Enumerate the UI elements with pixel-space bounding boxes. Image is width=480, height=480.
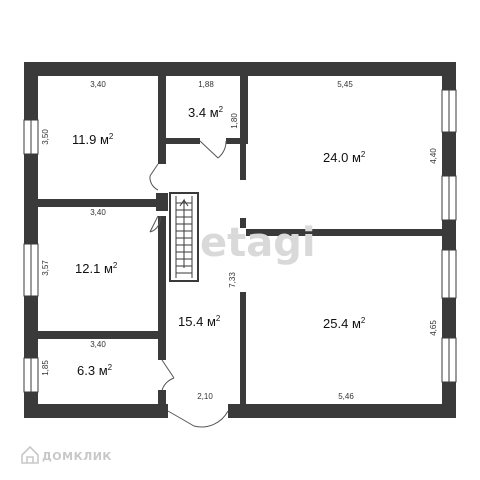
dim-ml-height: 3,57 <box>41 260 50 276</box>
door-bedroom-tl <box>149 163 159 191</box>
dim-bath-height: 1,80 <box>230 113 239 129</box>
staircase <box>169 192 199 282</box>
area-bedroom-tl: 11.9 м2 <box>72 132 114 147</box>
dim-br-height: 4,65 <box>429 320 438 336</box>
dim-hall-height: 7,33 <box>228 272 237 288</box>
dim-hall-width: 2,10 <box>197 392 213 401</box>
dimension-labels: 3,40 3,50 1,88 1,80 5,45 4,40 3,40 3,57 … <box>41 80 438 401</box>
dim-tr-width: 5,45 <box>337 80 353 89</box>
door-room-bl <box>161 359 175 391</box>
dim-bath-width: 1,88 <box>198 80 214 89</box>
room-labels: 11.9 м2 3.4 м2 24.0 м2 12.1 м2 15.4 м2 2… <box>72 105 366 378</box>
door-entrance <box>167 410 229 428</box>
domclick-house-icon <box>21 445 39 464</box>
area-hall: 15.4 м2 <box>178 314 221 329</box>
area-room-bl: 6.3 м2 <box>77 363 113 378</box>
door-room-ml <box>149 215 161 233</box>
area-room-ml: 12.1 м2 <box>75 261 118 276</box>
dim-ml-width: 3,40 <box>90 208 106 217</box>
domclick-logo-text: ДОМКЛИК <box>42 450 112 463</box>
area-room-tr: 24.0 м2 <box>323 150 366 165</box>
dim-tl-height: 3,50 <box>41 129 50 145</box>
dim-br-width: 5,46 <box>338 392 354 401</box>
dim-bl-width: 3,40 <box>90 340 106 349</box>
domclick-logo: ДОМКЛИК <box>21 445 112 464</box>
interior-walls <box>38 76 442 404</box>
windows <box>23 89 457 393</box>
dim-bl-height: 1,85 <box>41 360 50 376</box>
dim-tl-width: 3,40 <box>90 80 106 89</box>
area-bathroom: 3.4 м2 <box>188 105 224 120</box>
area-room-br: 25.4 м2 <box>323 316 366 331</box>
etagi-watermark: etagi <box>200 220 316 266</box>
door-bathroom <box>199 140 227 159</box>
dim-tr-height: 4,40 <box>429 148 438 164</box>
doors <box>149 140 229 428</box>
